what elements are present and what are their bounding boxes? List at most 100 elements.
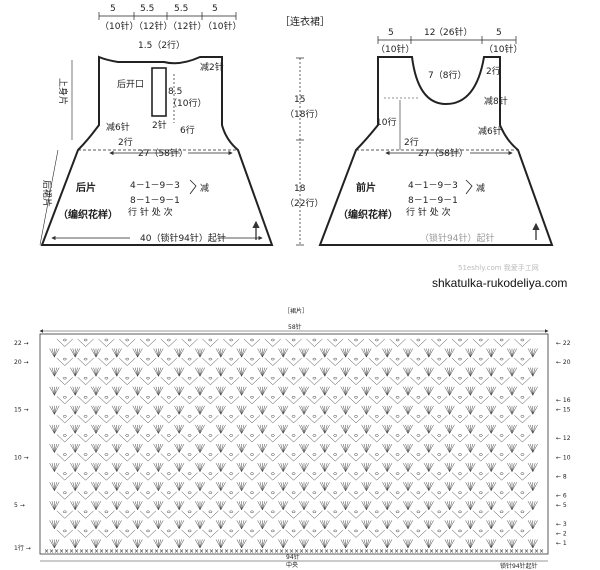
back-neck-rows: 1.5（2行） bbox=[138, 39, 185, 51]
chain-stitch: × bbox=[54, 548, 59, 555]
row-number-left: 20 → bbox=[14, 359, 29, 366]
chain-stitch: × bbox=[189, 548, 194, 555]
front-piece-diagram bbox=[318, 36, 554, 246]
front-dim-2-st: （26针） bbox=[434, 26, 472, 38]
stitch-row bbox=[49, 386, 538, 396]
front-dim-2: 12 bbox=[424, 28, 435, 38]
stitch-row bbox=[56, 472, 531, 481]
chain-stitch: × bbox=[294, 548, 299, 555]
chain-stitch: × bbox=[479, 548, 484, 555]
chain-stitch: × bbox=[409, 548, 414, 555]
chain-stitch: × bbox=[424, 548, 429, 555]
chain-stitch: × bbox=[209, 548, 214, 555]
chain-stitch: × bbox=[69, 548, 74, 555]
row-number-right: ← 10 bbox=[556, 454, 571, 461]
chain-stitch: × bbox=[469, 548, 474, 555]
back-dim-3-st: （12针） bbox=[168, 20, 206, 32]
stitch-row bbox=[49, 539, 538, 549]
chain-stitch: × bbox=[434, 548, 439, 555]
chain-stitch: × bbox=[354, 548, 359, 555]
chain-stitch: × bbox=[74, 548, 79, 555]
front-two-rows: 2行 bbox=[486, 65, 501, 77]
chain-stitch: × bbox=[104, 548, 109, 555]
chain-stitch: × bbox=[404, 548, 409, 555]
stitch-row bbox=[49, 367, 538, 377]
chain-stitch: × bbox=[229, 548, 234, 555]
skirt-height-rows: （22行） bbox=[285, 197, 323, 209]
chain-stitch: × bbox=[279, 548, 284, 555]
back-dec-header: 行 针 处 次 bbox=[128, 206, 173, 218]
row-number-right: ← 20 bbox=[556, 359, 571, 366]
chain-stitch: × bbox=[369, 548, 374, 555]
row-number-left: 15 → bbox=[14, 407, 29, 414]
site-watermark: shkatulka-rukodeliya.com bbox=[432, 276, 567, 290]
chart-bottom-label: 94针 bbox=[286, 553, 300, 561]
front-dim-1: 5 bbox=[388, 28, 394, 38]
front-dec-word: 减 bbox=[476, 182, 485, 194]
foundation-chain: ××××××××××××××××××××××××××××××××××××××××… bbox=[44, 548, 544, 555]
chain-stitch: × bbox=[319, 548, 324, 555]
chain-stitch: × bbox=[249, 548, 254, 555]
chain-stitch: × bbox=[349, 548, 354, 555]
front-width: 27（58针） bbox=[418, 147, 468, 159]
stitch-row bbox=[56, 396, 531, 405]
stitch-row bbox=[56, 338, 531, 347]
front-dec-line2: 8－1－9－1 bbox=[408, 196, 458, 206]
chain-stitch: × bbox=[379, 548, 384, 555]
chain-stitch: × bbox=[414, 548, 419, 555]
upper-height-rows: （18行） bbox=[285, 108, 323, 120]
stitch-row bbox=[49, 462, 538, 472]
back-opening-label: 后开口 bbox=[117, 79, 144, 90]
stitch-row bbox=[49, 501, 538, 510]
chain-stitch: × bbox=[129, 548, 134, 555]
back-open-rows: （10行） bbox=[168, 97, 206, 109]
chain-stitch: × bbox=[289, 548, 294, 555]
chain-stitch: × bbox=[529, 548, 534, 555]
stitch-row bbox=[56, 415, 531, 424]
chain-stitch: × bbox=[239, 548, 244, 555]
back-pattern: （编织花样） bbox=[58, 208, 118, 221]
back-piece-diagram bbox=[39, 12, 274, 246]
chain-stitch: × bbox=[119, 548, 124, 555]
row-number-right: ← 1 bbox=[556, 540, 567, 547]
chain-stitch: × bbox=[269, 548, 274, 555]
chain-stitch: × bbox=[389, 548, 394, 555]
chain-stitch: × bbox=[259, 548, 264, 555]
chain-stitch: × bbox=[334, 548, 339, 555]
chain-stitch: × bbox=[44, 548, 49, 555]
back-dec-line2: 8－1－9－1 bbox=[130, 196, 180, 206]
front-dim-3: 5 bbox=[496, 28, 502, 38]
chain-stitch: × bbox=[309, 548, 314, 555]
back-skirt-label: 后裙片 bbox=[41, 180, 53, 207]
chain-stitch: × bbox=[514, 548, 519, 555]
back-dec-line1: 4－1－9－3 bbox=[130, 181, 180, 191]
back-dim-4-st: （10针） bbox=[203, 20, 241, 32]
chain-stitch: × bbox=[304, 548, 309, 555]
skirt-height: 18 bbox=[294, 184, 306, 194]
chain-stitch: × bbox=[199, 548, 204, 555]
chain-stitch: × bbox=[214, 548, 219, 555]
row-number-right: ← 12 bbox=[556, 435, 571, 442]
chart-width-label: 58针 bbox=[288, 323, 302, 331]
front-dim-1-st: （10针） bbox=[376, 43, 414, 55]
chain-stitch: × bbox=[314, 548, 319, 555]
chain-stitch: × bbox=[184, 548, 189, 555]
chain-stitch: × bbox=[234, 548, 239, 555]
chain-stitch: × bbox=[444, 548, 449, 555]
stitch-row bbox=[56, 510, 531, 519]
back-piece-name: 后片 bbox=[76, 181, 96, 194]
chain-stitch: × bbox=[324, 548, 329, 555]
chain-stitch: × bbox=[399, 548, 404, 555]
chart-stitch-rows: ××××××××××××××××××××××××××××××××××××××××… bbox=[44, 338, 544, 555]
back-dec6: 减6针 bbox=[106, 121, 130, 133]
row-number-right: ← 6 bbox=[556, 493, 567, 500]
chain-stitch: × bbox=[329, 548, 334, 555]
chain-stitch: × bbox=[359, 548, 364, 555]
chain-stitch: × bbox=[179, 548, 184, 555]
back-dim-1: 5 bbox=[110, 4, 116, 14]
chain-stitch: × bbox=[384, 548, 389, 555]
chain-stitch: × bbox=[419, 548, 424, 555]
front-piece-name: 前片 bbox=[356, 181, 376, 194]
row-number-right: ← 2 bbox=[556, 531, 567, 538]
